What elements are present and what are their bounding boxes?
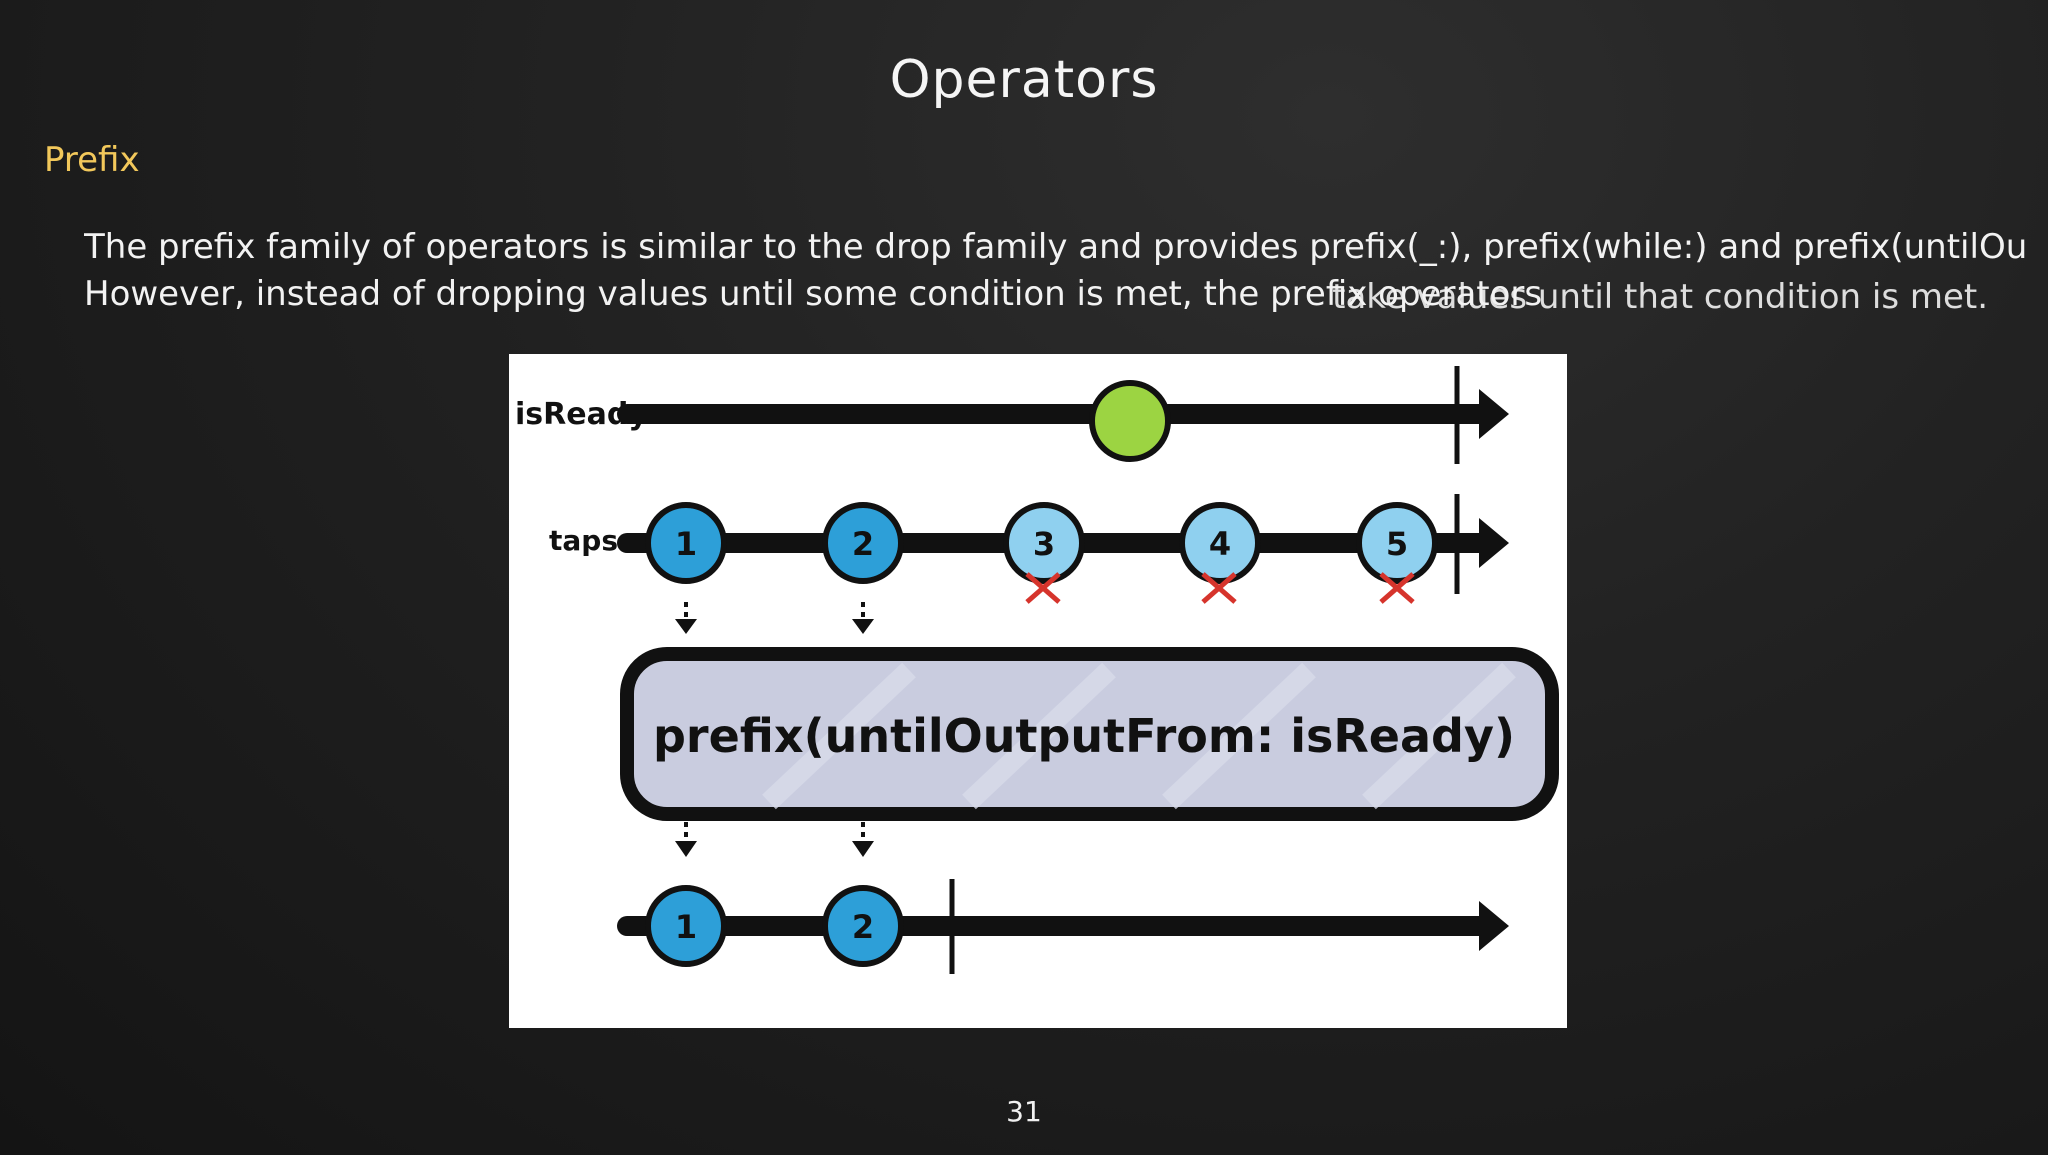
- down-arrow-icon: [684, 602, 865, 622]
- page-number: 31: [1006, 1095, 1042, 1128]
- svg-text:4: 4: [1209, 525, 1231, 563]
- svg-text:2: 2: [852, 525, 874, 563]
- tap-marble-5: 5: [1356, 502, 1438, 604]
- marble-diagram: isReady taps 1 2 3: [509, 354, 1567, 1028]
- down-arrow-icon: [675, 619, 697, 634]
- row-label-taps: taps: [549, 524, 618, 557]
- cross-icon: [1025, 572, 1061, 604]
- operator-box: [620, 647, 1559, 821]
- taps-arrowhead: [1479, 518, 1509, 568]
- output-marble-2: 2: [822, 885, 904, 967]
- cross-icon: [1379, 572, 1415, 604]
- svg-text:1: 1: [675, 525, 697, 563]
- tap-marble-2: 2: [822, 502, 904, 584]
- slide-title: Operators: [889, 50, 1159, 110]
- body-line-2-start: However, instead of dropping values unti…: [84, 274, 1543, 314]
- down-arrow-icon: [684, 822, 865, 844]
- svg-text:3: 3: [1033, 525, 1055, 563]
- svg-text:1: 1: [675, 908, 697, 946]
- tap-marble-4: 4: [1179, 502, 1261, 604]
- isready-arrowhead: [1479, 389, 1509, 439]
- cross-icon: [1201, 572, 1237, 604]
- output-arrowhead: [1479, 901, 1509, 951]
- down-arrow-icon: [852, 619, 874, 634]
- isready-marble: [1089, 380, 1171, 462]
- body-line-1: The prefix family of operators is simila…: [84, 227, 2028, 267]
- operator-box-stripes: [762, 662, 1516, 810]
- body-text: The prefix family of operators is simila…: [84, 224, 2048, 318]
- svg-text:2: 2: [852, 908, 874, 946]
- section-heading: Prefix: [44, 140, 140, 180]
- body-line-2: However, instead of dropping values unti…: [84, 271, 2048, 318]
- tap-marble-3: 3: [1003, 502, 1085, 604]
- down-arrow-icon: [852, 841, 874, 857]
- body-line-2-overlay: take values until that condition is met.: [1332, 277, 1989, 317]
- down-arrow-icon: [675, 841, 697, 857]
- output-marble-1: 1: [645, 885, 727, 967]
- tap-marble-1: 1: [645, 502, 727, 584]
- operator-label: prefix(untilOutputFrom: isReady): [653, 709, 1515, 763]
- svg-text:5: 5: [1386, 525, 1408, 563]
